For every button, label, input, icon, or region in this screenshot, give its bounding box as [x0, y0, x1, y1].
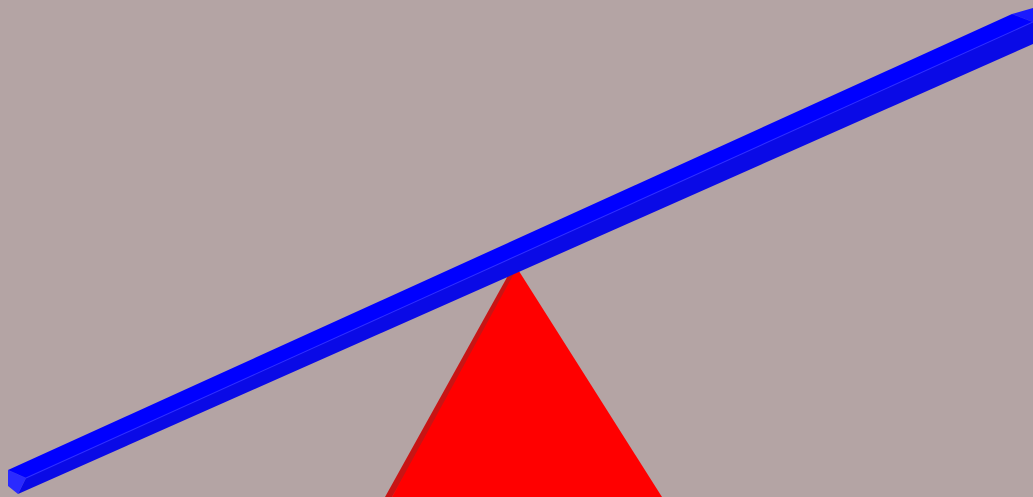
- seesaw-scene: [0, 0, 1033, 497]
- seesaw-canvas: [0, 0, 1033, 497]
